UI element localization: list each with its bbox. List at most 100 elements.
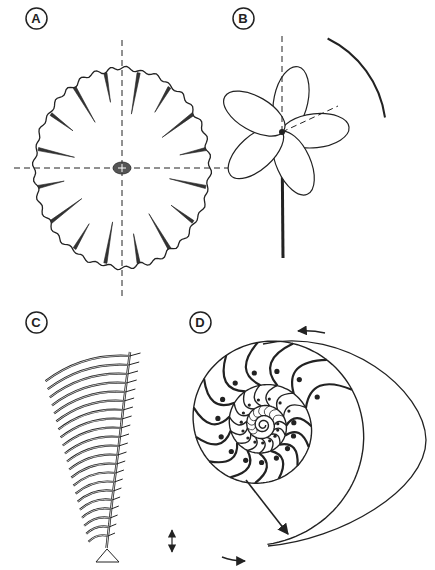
spine-process: [110, 515, 118, 518]
siphuncle: [241, 429, 244, 432]
septum: [259, 406, 263, 416]
septum: [224, 355, 246, 391]
circle-outline: [26, 312, 47, 333]
septum: [274, 421, 286, 425]
rotation-arc: [328, 39, 385, 118]
septum: [266, 386, 277, 406]
spine-inner: [107, 352, 131, 548]
mouth: [113, 162, 131, 174]
siphuncle: [233, 381, 238, 386]
siphuncle: [253, 441, 256, 444]
spine-process: [121, 425, 130, 428]
tentacle: [131, 73, 140, 115]
circle-outline: [190, 312, 211, 333]
siphuncle: [273, 435, 276, 438]
fish-skeleton: [46, 352, 173, 562]
rib-inner: [69, 455, 117, 470]
spine-process: [123, 407, 133, 410]
tentacle: [38, 148, 75, 158]
panel-letter: B: [238, 11, 247, 26]
tentacle: [73, 87, 95, 123]
circle-outline: [233, 8, 254, 29]
septum: [271, 451, 284, 479]
septum: [234, 403, 249, 416]
tentacle: [134, 234, 141, 264]
spine-process: [127, 371, 138, 374]
siphuncle: [274, 369, 279, 374]
siphuncle: [291, 433, 296, 438]
spine-process: [120, 434, 129, 437]
shell-outline: [263, 341, 426, 546]
spine-process: [116, 470, 124, 473]
tentacle: [38, 181, 64, 188]
axis: [282, 106, 338, 132]
tentacle: [162, 113, 194, 138]
tail: [96, 549, 119, 562]
siphuncle: [243, 458, 248, 463]
growth-arrow: [298, 331, 325, 333]
siphuncle: [285, 446, 290, 451]
siphuncle: [219, 434, 224, 439]
radial-animal: [14, 40, 230, 296]
tentacle: [104, 73, 111, 103]
spiral-wall: [193, 341, 364, 544]
siphuncle: [268, 439, 271, 442]
panel-letter: C: [31, 315, 40, 330]
septum: [244, 392, 255, 409]
siphuncle: [268, 398, 271, 401]
septum: [209, 443, 237, 463]
spine-process: [117, 461, 126, 464]
rib: [69, 455, 117, 470]
spine-process: [109, 524, 116, 527]
spine-process: [119, 443, 128, 446]
axis: [282, 34, 283, 132]
septum: [260, 439, 266, 454]
septum: [292, 360, 327, 394]
siphuncle: [276, 422, 279, 425]
septum: [253, 409, 258, 417]
siphuncle: [229, 449, 234, 454]
siphuncle: [274, 456, 279, 461]
siphuncle: [279, 401, 282, 404]
septum: [230, 450, 250, 477]
septum: [248, 427, 256, 430]
spine-process: [112, 497, 120, 500]
septum: [270, 344, 293, 386]
septum: [194, 408, 230, 425]
spine-process: [122, 416, 132, 419]
rib: [86, 526, 109, 534]
septum: [248, 437, 257, 450]
siphuncle: [297, 377, 302, 382]
septum: [306, 384, 352, 408]
septum: [249, 415, 256, 421]
nautilus-shell: [193, 331, 426, 561]
spine-process: [118, 452, 127, 455]
siphuncle: [240, 421, 243, 424]
siphuncle: [252, 370, 257, 375]
septum: [247, 422, 255, 426]
siphuncle: [246, 436, 249, 439]
septum: [284, 405, 306, 417]
panel-label: B: [232, 7, 255, 30]
septum: [267, 437, 273, 450]
rib: [82, 508, 111, 517]
siphuncle: [291, 420, 296, 425]
septum: [264, 406, 269, 416]
spine-process: [130, 353, 141, 356]
tentacle: [170, 179, 207, 189]
spine-process: [113, 488, 121, 491]
septum: [204, 379, 235, 405]
circle-outline: [26, 8, 47, 29]
siphuncle: [287, 410, 290, 413]
rib-inner: [50, 374, 128, 398]
tentacle: [149, 214, 171, 250]
petal: [216, 82, 292, 145]
septum: [196, 431, 231, 445]
pinwheel: [216, 34, 385, 258]
panel-letter: A: [31, 11, 40, 26]
septum: [255, 453, 267, 483]
septum: [230, 417, 247, 425]
growth-arrow: [222, 557, 245, 561]
siphuncle: [257, 398, 260, 401]
